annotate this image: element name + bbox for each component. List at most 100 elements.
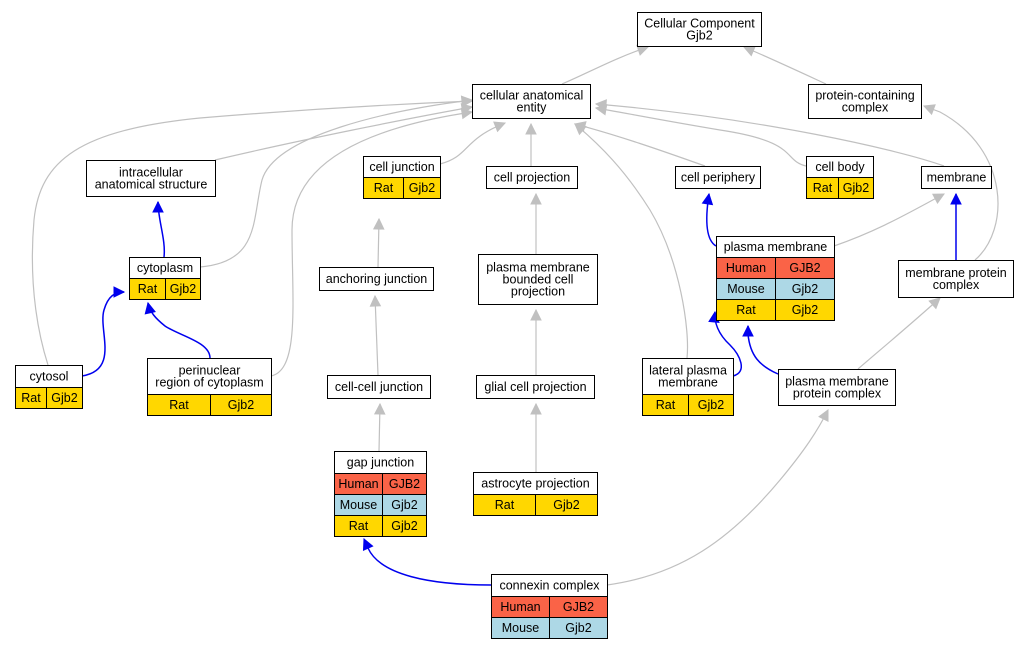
edge-arrowhead [493, 121, 507, 133]
edge-arrowhead [928, 297, 941, 310]
node-label-line: membrane [927, 171, 987, 185]
node-border [129, 257, 201, 300]
node-label-line: entity [517, 101, 548, 115]
node-label-line: plasma membrane [724, 240, 828, 254]
edge-pmpc-to-mpc [857, 297, 941, 370]
edge-cp-to-cae [525, 122, 537, 166]
node-cp[interactable]: cell projection [486, 166, 578, 189]
edge-prc-to-cae [270, 107, 474, 377]
node-border [472, 84, 591, 119]
node-border [147, 358, 272, 416]
node-label-line: perinuclear [179, 364, 241, 378]
edge-aj-to-cj [372, 217, 385, 268]
edge-arrowhead [525, 122, 537, 135]
edge-arrowhead [594, 99, 607, 111]
node-label-line: lateral plasma [649, 364, 727, 378]
species-name: Human [338, 477, 378, 491]
node-border [486, 166, 578, 189]
edge-arrowhead [369, 294, 382, 307]
gene-symbol: GJB2 [389, 477, 420, 491]
edge-gj-to-ccj [373, 402, 386, 452]
node-label-line: cell junction [369, 160, 434, 174]
edge-arrowhead [461, 95, 474, 108]
species-name: Mouse [727, 282, 765, 296]
edge-line [833, 193, 945, 247]
node-label-line: region of cytoplasm [155, 376, 263, 390]
node-label-line: cell-cell junction [335, 380, 423, 394]
node-label-line: protein-containing [815, 89, 914, 103]
node-label-line: Cellular Component [644, 17, 755, 31]
edge-arrowhead [922, 104, 936, 116]
edge-cc-to-gj [362, 537, 492, 586]
edge-line [199, 99, 473, 268]
edge-arrowhead [362, 537, 374, 551]
edge-arrowhead [574, 123, 587, 136]
node-cper[interactable]: cell periphery [675, 166, 761, 189]
edge-cyto-to-ias [152, 200, 166, 258]
node-aj[interactable]: anchoring junction [319, 267, 434, 291]
species-name: Rat [495, 498, 515, 512]
edge-line [923, 105, 999, 261]
species-name: Rat [21, 391, 41, 405]
node-label-line: cell projection [494, 171, 570, 185]
edge-arrowhead [113, 286, 126, 298]
edge-arrowhead [144, 301, 156, 315]
node-label-line: cellular anatomical [480, 89, 584, 103]
edge-arrowhead [460, 107, 474, 120]
node-gcp[interactable]: glial cell projection [476, 375, 595, 399]
edge-arrowhead [701, 192, 714, 206]
edge-line [747, 326, 779, 375]
edge-line [595, 103, 945, 167]
gene-symbol: Gjb2 [391, 498, 417, 512]
edge-lpm-to-cae [574, 123, 689, 359]
node-label-line: membrane [658, 376, 718, 390]
edge-mem-to-cae [594, 99, 945, 167]
species-name: Rat [349, 519, 369, 533]
edge-cc-to-pmpc [606, 409, 829, 586]
edge-line [270, 111, 473, 377]
node-header-box [147, 358, 272, 395]
node-mem[interactable]: membrane [921, 166, 992, 189]
node-header-box [778, 369, 896, 406]
edge-prc-to-cyto [144, 301, 211, 359]
node-label-line: complex [933, 278, 980, 292]
node-border [15, 365, 83, 409]
edge-cb-to-cae [594, 103, 807, 167]
gene-symbol: Gjb2 [228, 398, 254, 412]
edges-layer [31, 44, 999, 586]
edge-arrowhead [152, 200, 164, 213]
edge-pm-to-mem [833, 193, 945, 247]
edge-arrowhead [818, 409, 829, 422]
node-label-line: connexin complex [499, 579, 600, 593]
node-border [491, 574, 608, 639]
species-name: Rat [138, 282, 158, 296]
node-border [716, 236, 835, 321]
edge-arrowhead [530, 402, 542, 415]
node-border [327, 375, 431, 399]
node-label-line: anchoring junction [326, 272, 428, 286]
edge-cae-to-root [561, 44, 650, 85]
edge-arrowhead [530, 192, 542, 205]
node-label-line: plasma membrane [785, 375, 889, 389]
gene-symbol: Gjb2 [698, 398, 724, 412]
node-ccj[interactable]: cell-cell junction [327, 375, 431, 399]
node-label-line: cell body [815, 160, 865, 174]
species-name: Mouse [502, 621, 540, 635]
